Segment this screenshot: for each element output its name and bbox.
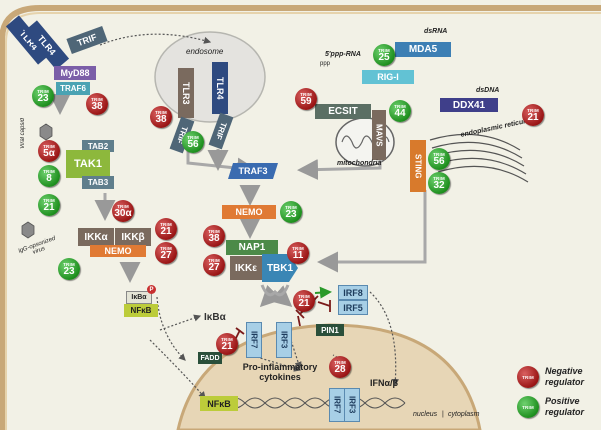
traf3: TRAF3 (228, 163, 278, 179)
rig-i: RIG-I (362, 70, 414, 84)
legend-positive-swatch: TRIM (517, 396, 539, 418)
myd88: MyD88 (54, 66, 96, 80)
endosome-vesicle (154, 31, 266, 123)
fadd: FADD (198, 352, 222, 364)
mavs: MAVS (372, 110, 386, 160)
ikba-phospho: IκBα (126, 291, 152, 304)
pin1: PIN1 (316, 324, 344, 336)
irf8: IRF8 (338, 285, 368, 300)
ifn-label: IFNα/β (370, 378, 399, 388)
endosome-label: endosome (186, 47, 224, 56)
legend-negative-swatch: TRIM (517, 366, 539, 388)
tak1: TAK1 (66, 150, 110, 178)
mda5: MDA5 (395, 42, 451, 57)
cytoplasm-label: cytoplasm (448, 411, 480, 418)
legend-negative-label: Negative regulator (545, 366, 585, 387)
tab2: TAB2 (82, 140, 114, 152)
tlr3-endosomal: TLR3 (178, 68, 194, 118)
nemo-left: NEMO (90, 245, 146, 257)
sting: STING (410, 140, 426, 192)
nucleus-label: nucleus (413, 411, 438, 418)
cytokines-label: Pro-inflammatory cytokines (242, 362, 318, 382)
irf5: IRF5 (338, 300, 368, 315)
nfkb-cytoplasmic: NFκB (124, 304, 158, 317)
viral-capsid-label: Viral capsid (20, 118, 26, 149)
ikka: IKKα (78, 228, 114, 246)
ppp-rna-label: 5'ppp-RNA (325, 51, 361, 58)
irf3-cytoplasmic: IRF3 (276, 322, 292, 358)
irf7-nuclear: IRF7 (329, 388, 345, 422)
nfkb-nuclear: NFκB (200, 396, 238, 411)
legend-positive-label: Positive regulator (545, 396, 585, 417)
separator-slash: | (442, 411, 444, 418)
ikke: IKKε (230, 256, 262, 280)
phospho-tag: P (147, 285, 156, 294)
ikba-free: IκBα (204, 312, 226, 323)
dsdna-label: dsDNA (476, 87, 500, 94)
nemo-mid: NEMO (222, 205, 276, 219)
tlr4-endosomal: TLR4 (212, 62, 228, 114)
tab3: TAB3 (82, 176, 114, 189)
irf3-nuclear: IRF3 (344, 388, 360, 422)
irf7-cytoplasmic: IRF7 (246, 322, 262, 358)
mitochondria-label: mitochondria (337, 160, 382, 167)
traf6: TRAF6 (56, 82, 90, 95)
ddx41: DDX41 (440, 98, 498, 112)
dsrna-label: dsRNA (424, 28, 448, 35)
ppp-label: ppp (320, 61, 331, 67)
plasma-membrane (0, 5, 601, 430)
ikkb: IKKβ (115, 228, 151, 246)
viral-capsid-icon (39, 123, 53, 141)
igg-virus-icon (21, 221, 35, 239)
ecsit: ECSIT (315, 104, 371, 119)
dna-helix (204, 397, 406, 409)
nap1: NAP1 (226, 240, 278, 255)
